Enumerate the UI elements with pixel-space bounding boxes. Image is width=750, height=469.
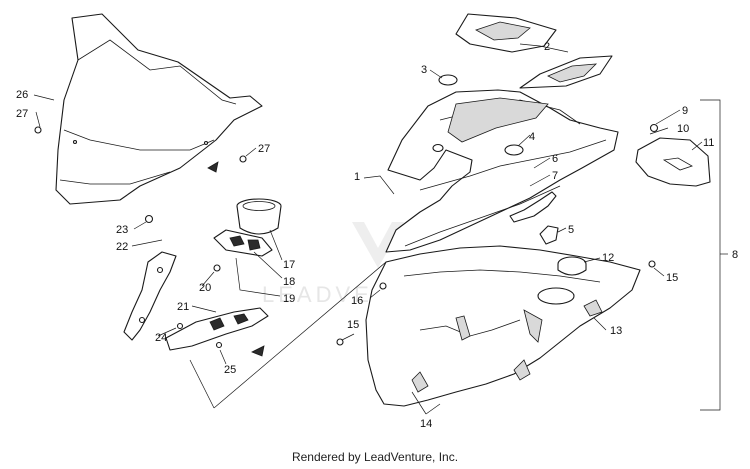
arrow-indicator-bottom xyxy=(251,345,265,357)
callout-14: 14 xyxy=(420,418,432,430)
callout-20: 20 xyxy=(199,282,211,294)
callout-13: 13 xyxy=(610,325,622,337)
callout-26: 26 xyxy=(16,89,28,101)
callout-23: 23 xyxy=(116,224,128,236)
callout-17: 17 xyxy=(283,259,295,271)
footer-credit: Rendered by LeadVenture, Inc. xyxy=(291,450,459,464)
callout-27-right: 27 xyxy=(258,143,270,155)
mount-bracket-left xyxy=(123,251,177,341)
vent-plug xyxy=(504,144,524,156)
callout-12: 12 xyxy=(602,252,614,264)
screw-lower xyxy=(215,341,223,349)
callout-1: 1 xyxy=(354,171,360,183)
vent-left-cover xyxy=(447,97,549,143)
windshield-screw-left xyxy=(34,126,42,134)
hood-plug xyxy=(438,74,458,86)
washer xyxy=(213,264,221,272)
mount-bracket-lower xyxy=(165,307,269,351)
callout-9: 9 xyxy=(682,105,688,117)
callout-7: 7 xyxy=(552,170,558,182)
lock-washer xyxy=(379,282,387,290)
callout-3: 3 xyxy=(421,64,427,76)
callout-27-left: 27 xyxy=(16,108,28,120)
callout-15-left: 15 xyxy=(347,319,359,331)
gauge-mount xyxy=(213,229,273,257)
hood-bracket xyxy=(509,191,557,223)
callout-22: 22 xyxy=(116,241,128,253)
hood-grommet xyxy=(432,143,444,153)
leader-lines xyxy=(33,43,728,415)
arrow-indicator-top xyxy=(207,161,219,173)
callout-15-right: 15 xyxy=(666,272,678,284)
callout-19: 19 xyxy=(283,293,295,305)
callout-24: 24 xyxy=(155,332,167,344)
vent-right-cover xyxy=(519,55,613,89)
hood-latch xyxy=(539,225,559,245)
callout-18: 18 xyxy=(283,276,295,288)
vent-plug-lower xyxy=(557,256,587,276)
vent-top-panel xyxy=(455,13,557,53)
nut xyxy=(144,214,154,224)
callout-2: 2 xyxy=(544,41,550,53)
gauge xyxy=(236,198,282,235)
windshield-screw-right xyxy=(239,155,247,163)
callout-10: 10 xyxy=(677,123,689,135)
callout-4: 4 xyxy=(529,131,535,143)
callout-6: 6 xyxy=(552,153,558,165)
hood-lower xyxy=(365,245,641,407)
watermark-logo xyxy=(352,222,404,268)
side-bracket-screw xyxy=(649,123,659,133)
callout-8: 8 xyxy=(732,249,738,261)
callout-16: 16 xyxy=(351,295,363,307)
callout-5: 5 xyxy=(568,224,574,236)
callout-21: 21 xyxy=(177,301,189,313)
fastener-left xyxy=(336,338,344,346)
callout-25: 25 xyxy=(224,364,236,376)
screw-small xyxy=(176,322,184,330)
windshield xyxy=(55,13,263,205)
fastener-right xyxy=(648,260,656,268)
callout-11: 11 xyxy=(703,137,714,149)
side-bracket xyxy=(635,137,711,187)
